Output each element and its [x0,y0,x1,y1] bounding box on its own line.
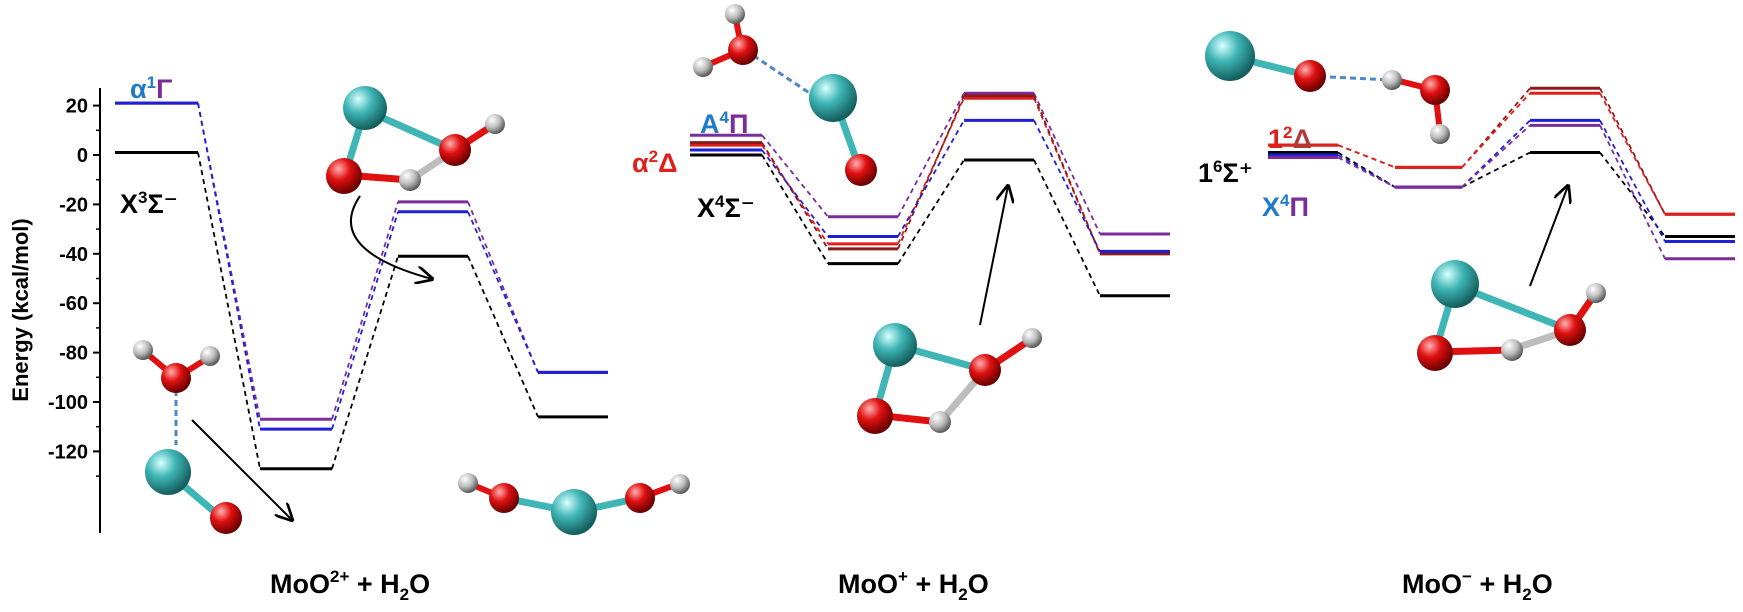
level-connector-red [1461,92,1531,168]
arrow-ring-to-ts-3 [1529,186,1568,287]
panel-titles: MoO2+ + H2O MoO+ + H2O MoO− + H2O [270,567,1553,604]
y-axis-title: Energy (kcal/mol) [8,218,33,401]
energy-levels [115,86,1735,471]
molecule-ring-icon-3 [1417,260,1606,371]
level-connector-A4Pi [1033,92,1101,235]
level-connector-blue [197,102,261,430]
arrow-complex-to-min [191,419,292,520]
level-connector-blue [1599,119,1666,242]
level-connector-red [1337,144,1396,169]
level-connector-blue [1033,120,1101,252]
panel-title-mooplus: MoO+ + H2O [838,567,989,604]
y-tick-label: 0 [77,145,88,167]
level-connector-blue [897,119,965,237]
level-connector-X4Pi [1337,156,1396,188]
level-connector-X4Sigma [897,159,965,265]
molecule-ring-icon-2 [857,323,1042,434]
y-tick-label: -20 [59,194,88,216]
level-connector-blue [1337,154,1396,188]
panel-title-moo2plus: MoO2+ + H2O [270,567,430,604]
level-connector-X4Sigma [761,154,829,265]
level-connector-X3Sigma [331,256,399,469]
level-connector-darkred [761,142,829,250]
level-connector-red [1599,92,1666,215]
label-1-2-delta: 12Δ [1268,123,1312,154]
state-labels: α1Γ X3Σ⁻ A4Π α2Δ X4Σ⁻ 12Δ 16Σ⁺ X4Π [120,73,1312,223]
molecule-illustrations [133,4,1606,535]
label-a4-pi: A4Π [700,108,748,139]
level-connector-sixtet [1461,151,1531,188]
level-connector-darkred [897,95,965,250]
level-connector-A4Pi [897,92,965,218]
y-tick-label: -40 [59,244,88,266]
level-connector-blue [761,149,829,238]
level-connector-X3Sigma [197,152,261,469]
level-connector-X4Pi [1461,124,1531,188]
label-x4-pi: X4Π [1262,191,1309,222]
molecule-linear-icon [458,473,690,535]
panel-title-moominus: MoO− + H2O [1402,567,1553,604]
label-alpha2-delta: α2Δ [632,147,677,178]
label-1-6-sigma: 16Σ⁺ [1198,157,1253,188]
arrow-ring-to-ts [350,195,432,279]
level-connector-blue [467,211,539,373]
y-tick-label: -100 [48,392,88,414]
label-alpha1-gamma: α1Γ [130,73,172,104]
level-connector-onetwoDelta [1599,87,1666,215]
y-tick-label: -80 [59,343,88,365]
label-x3-sigma: X3Σ⁻ [120,188,178,219]
y-axis: 20 0 -20 -40 -60 -80 -100 -120 Energy (kcal/mol… [8,88,101,533]
level-connector-X4Pi [1599,124,1666,260]
molecule-moo-water-icon-3 [1205,31,1450,144]
level-connector-A4Pi [761,134,829,218]
molecule-water-moo-icon-2 [693,4,877,186]
level-connector-X4Sigma [1033,159,1101,297]
level-connector-alpha1Gamma [331,201,399,420]
y-tick-label: 20 [66,96,88,118]
y-axis-ticks: 20 0 -20 -40 -60 -80 -100 -120 [48,96,100,477]
level-connector-darkred [1033,95,1101,255]
level-connector-blue [331,211,399,430]
y-tick-label: -60 [59,293,88,315]
level-connector-blue [1461,119,1531,188]
label-x4-sigma: X4Σ⁻ [697,192,755,223]
level-connector-X3Sigma [467,255,539,418]
molecule-ring-icon [326,86,505,194]
molecule-water-moo-icon [133,340,242,534]
y-tick-label: -120 [48,441,88,463]
arrow-ring-to-ts-2 [979,186,1008,326]
